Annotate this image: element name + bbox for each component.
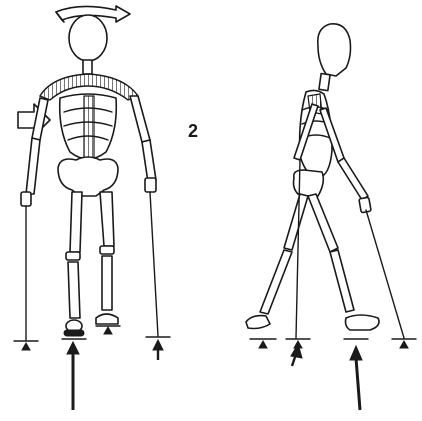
- left-shoe: [64, 330, 84, 336]
- left-forearm: [26, 138, 40, 194]
- side-view-figure: [246, 24, 416, 410]
- side-rear-foot: [246, 316, 270, 329]
- right-upper-arm: [130, 96, 150, 142]
- side-front-foot: [346, 315, 380, 330]
- side-head: [318, 24, 351, 76]
- ground-markers: [14, 326, 170, 350]
- side-neck: [319, 74, 330, 91]
- spine: [84, 96, 94, 162]
- right-knee: [100, 246, 114, 254]
- neck: [83, 60, 92, 74]
- left-hand: [21, 192, 31, 206]
- right-hand: [145, 178, 156, 192]
- left-knee: [66, 252, 80, 260]
- right-femur: [100, 192, 114, 246]
- ground-force-arrows-side: [291, 344, 362, 410]
- head: [69, 15, 107, 61]
- side-front-forearm: [338, 158, 368, 200]
- right-forearm: [142, 140, 156, 182]
- side-pelvis: [294, 170, 324, 198]
- side-hand: [359, 197, 371, 213]
- side-rear-tibia: [260, 250, 292, 314]
- front-view-figure: [14, 6, 170, 410]
- ground-force-arrows-front: [67, 340, 163, 410]
- pelvis: [58, 157, 118, 196]
- left-femur: [70, 192, 82, 252]
- side-ground-markers: [250, 339, 416, 348]
- left-tibia: [68, 262, 80, 318]
- right-tibia: [102, 256, 112, 310]
- panel-label: 2: [188, 122, 198, 140]
- side-front-femur: [308, 194, 338, 252]
- side-front-tibia: [330, 250, 354, 312]
- right-pole: [150, 192, 158, 336]
- right-foot: [96, 314, 118, 324]
- side-rear-femur: [284, 194, 308, 250]
